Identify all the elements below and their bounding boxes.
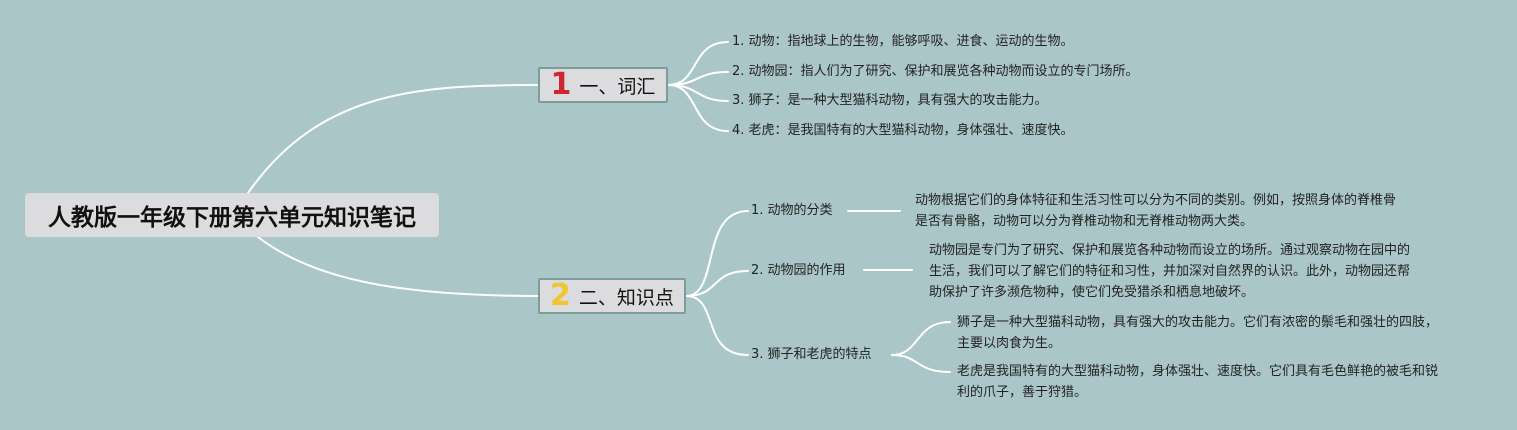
sub3-to-detail1-line — [891, 321, 951, 356]
knowledge-detail: 动物园是专门为了研究、保护和展览各种动物而设立的场所。通过观察动物在园中的生活，… — [929, 243, 1411, 300]
knowledge-subtopic: 2. 动物园的作用 — [751, 263, 846, 278]
vocab-to-item1-line — [667, 41, 729, 86]
knowledge-to-sub1-line — [685, 210, 749, 297]
knowledge-to-sub3-line — [685, 295, 749, 356]
root-to-knowledge-line — [257, 236, 541, 297]
knowledge-detail: 老虎是我国特有的大型猫科动物，身体强壮、速度快。它们具有毛色鲜艳的被毛和锐利的爪… — [957, 364, 1439, 400]
vocab-to-item4-line — [667, 84, 729, 132]
knowledge-subtopic: 1. 动物的分类 — [751, 203, 833, 218]
vocab-item: 2. 动物园：指人们为了研究、保护和展览各种动物而设立的专门场所。 — [732, 64, 1139, 79]
sub3-to-detail2-line — [891, 354, 951, 373]
knowledge-detail: 动物根据它们的身体特征和生活习性可以分为不同的类别。例如，按照身体的脊椎骨是否有… — [915, 193, 1397, 229]
vocab-item: 1. 动物：指地球上的生物，能够呼吸、进食、运动的生物。 — [732, 34, 1074, 49]
vocab-item: 4. 老虎：是我国特有的大型猫科动物，身体强壮、速度快。 — [732, 123, 1074, 138]
branch-label: 一、词汇 — [579, 75, 656, 98]
knowledge-to-sub2-line — [685, 270, 749, 297]
branch-number-2: 2 — [550, 278, 571, 313]
branch-label: 二、知识点 — [578, 286, 674, 309]
root-title: 人教版一年级下册第六单元知识笔记 — [25, 193, 439, 237]
root-to-vocab-line — [247, 84, 541, 194]
knowledge-subtopic: 3. 狮子和老虎的特点 — [751, 347, 872, 362]
branch-vocabulary[interactable]: 1 一、词汇 — [538, 67, 668, 103]
branch-knowledge-points[interactable]: 2 二、知识点 — [538, 278, 686, 314]
knowledge-detail: 狮子是一种大型猫科动物，具有强大的攻击能力。它们有浓密的鬃毛和强壮的四肢，主要以… — [957, 315, 1439, 351]
branch-number-1: 1 — [550, 67, 572, 102]
vocab-item: 3. 狮子：是一种大型猫科动物，具有强大的攻击能力。 — [732, 93, 1048, 108]
